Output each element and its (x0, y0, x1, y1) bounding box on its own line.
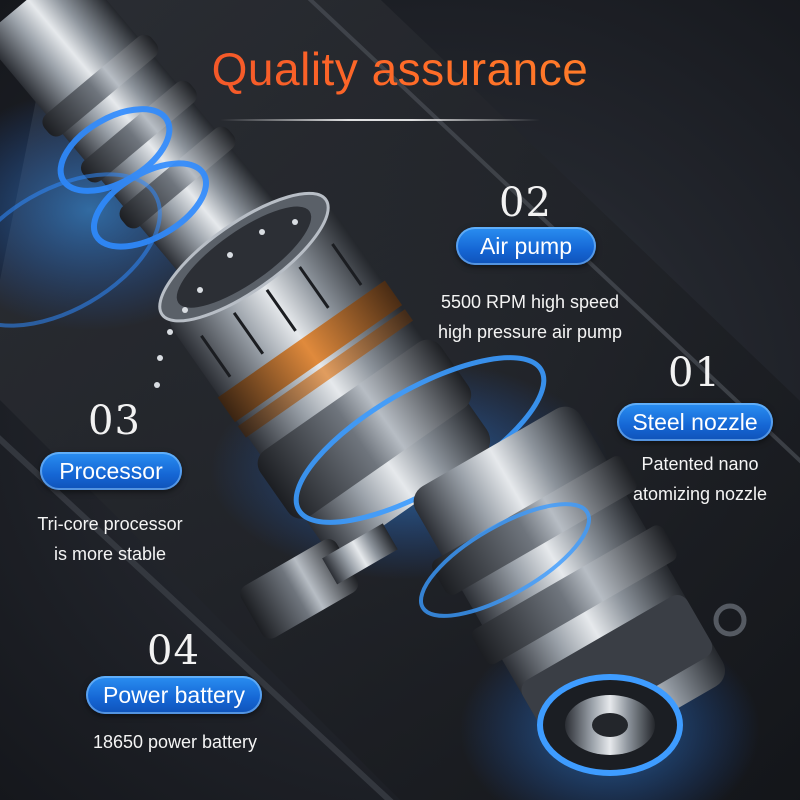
feature-desc-processor: Tri-core processor is more stable (37, 514, 183, 564)
feature-number-power-battery: 04 (147, 628, 200, 674)
feature-badge-processor: Processor (40, 452, 182, 490)
feature-number-processor: 03 (88, 398, 141, 444)
feature-badge-power-battery: Power battery (86, 676, 262, 714)
feature-badge-air-pump: Air pump (456, 227, 596, 265)
page-title: Quality assurance (0, 42, 800, 96)
feature-desc-air-pump: 5500 RPM high speed high pressure air pu… (437, 292, 623, 342)
feature-number-steel-nozzle: 01 (668, 350, 721, 396)
feature-number-air-pump: 02 (499, 180, 552, 226)
title-divider (220, 119, 540, 121)
feature-desc-steel-nozzle: Patented nano atomizing nozzle (632, 454, 768, 504)
feature-badge-steel-nozzle: Steel nozzle (617, 403, 773, 441)
feature-desc-power-battery: 18650 power battery (92, 732, 258, 752)
